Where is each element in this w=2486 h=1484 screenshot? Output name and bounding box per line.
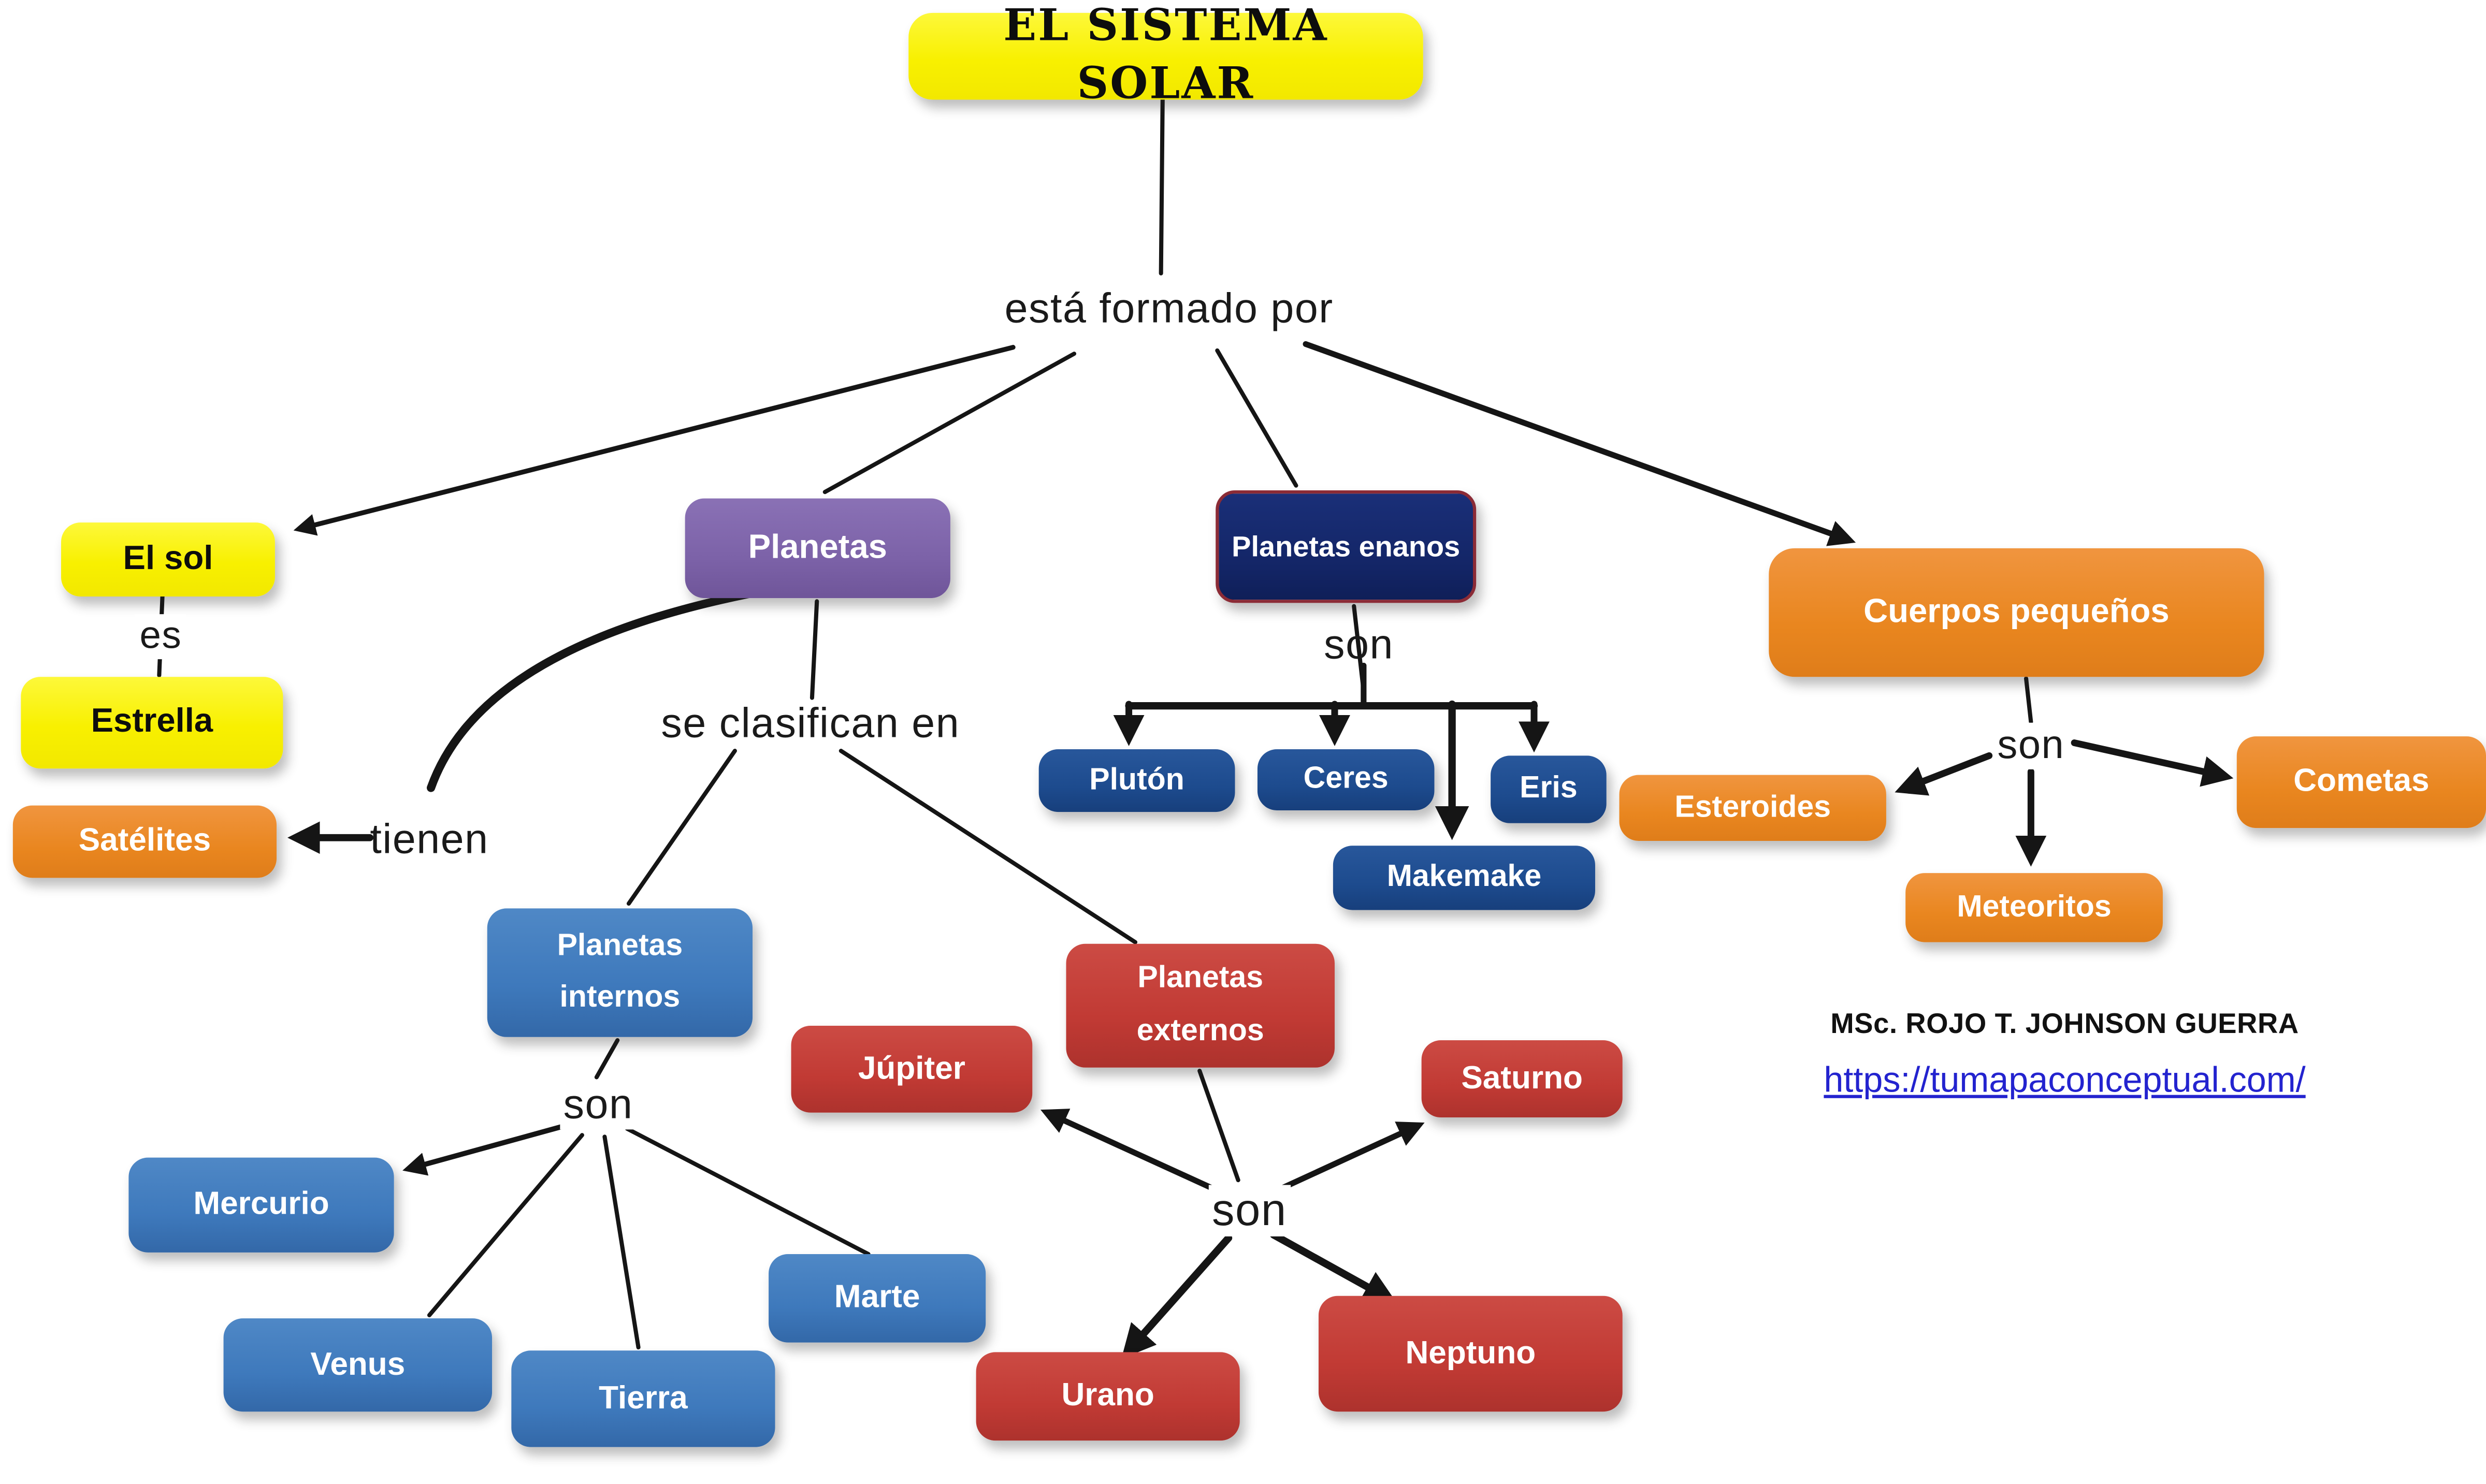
node-planetas-enanos: Planetas enanos	[1216, 490, 1477, 603]
curve-planetas-tienen	[427, 586, 773, 792]
arrow-son-cometas	[2071, 739, 2234, 787]
link-formado-planetas	[822, 352, 1077, 494]
link-planetas-clasifican	[810, 599, 819, 700]
link-cuerpos-son	[2024, 676, 2033, 724]
node-marte: Marte	[769, 1254, 986, 1343]
edge-label-son-internos: son	[560, 1080, 637, 1130]
link-internos-son	[594, 1038, 620, 1080]
edge-label-son-enanos: son	[1324, 620, 1394, 668]
node-tierra: Tierra	[511, 1350, 775, 1447]
link-title-formado	[1159, 97, 1165, 275]
node-satelites: Satélites	[12, 805, 277, 878]
node-makemake: Makemake	[1333, 846, 1595, 910]
edge-label-son-cuerpos: son	[1994, 722, 2068, 769]
node-planetas-externos: Planetas externos	[1066, 943, 1335, 1068]
node-planetas: Planetas	[685, 498, 950, 599]
node-cometas: Cometas	[2236, 736, 2486, 828]
link-clasifican-internos	[626, 749, 737, 906]
link-son-tierra	[602, 1134, 641, 1350]
arrow-formado-elsol	[293, 345, 1016, 536]
link-son-venus	[427, 1133, 584, 1318]
node-meteoritos: Meteoritos	[1905, 873, 2163, 942]
arrow-son-jupiter	[1040, 1109, 1219, 1193]
node-urano: Urano	[976, 1352, 1240, 1441]
arrow-son-urano	[1121, 1234, 1233, 1359]
node-jupiter: Júpiter	[791, 1026, 1033, 1113]
edge-label-esta-formado-por: está formado por	[1004, 284, 1334, 332]
node-planetas-internos: Planetas internos	[487, 908, 753, 1037]
link-externos-son	[1197, 1068, 1240, 1183]
link-son-marte	[625, 1126, 871, 1257]
link-formado-enanos	[1215, 348, 1298, 488]
node-cuerpos-pequenos: Cuerpos pequeños	[1769, 548, 2264, 677]
node-venus: Venus	[223, 1318, 493, 1412]
credit-link[interactable]: https://tumapaconceptual.com/	[1824, 1059, 2306, 1100]
node-estrella: Estrella	[21, 677, 283, 769]
node-neptuno: Neptuno	[1318, 1296, 1623, 1412]
node-el-sol: El sol	[61, 522, 275, 596]
node-ceres: Ceres	[1257, 749, 1435, 810]
arrow-formado-cuerpos	[1303, 341, 1856, 546]
node-esteroides: Esteroides	[1619, 775, 1886, 841]
arrow-son-neptuno	[1269, 1231, 1397, 1304]
node-pluton: Plutón	[1038, 749, 1235, 812]
arrow-son-saturno	[1275, 1122, 1425, 1193]
edge-label-son-externos: son	[1208, 1185, 1291, 1236]
node-eris: Eris	[1491, 755, 1607, 823]
link-clasifican-externos	[839, 749, 1138, 944]
edge-label-es: es	[135, 614, 187, 660]
arrow-son-esteroides	[1895, 752, 1993, 796]
node-mercurio: Mercurio	[128, 1157, 394, 1253]
node-title: EL SISTEMA SOLAR	[908, 1, 1423, 109]
node-saturno: Saturno	[1421, 1040, 1623, 1118]
edge-label-se-clasifican-en: se clasifican en	[661, 699, 960, 747]
credit-author: MSc. ROJO T. JOHNSON GUERRA	[1830, 1007, 2299, 1040]
edge-label-tienen: tienen	[370, 814, 489, 863]
arrow-son-mercurio	[402, 1123, 569, 1176]
